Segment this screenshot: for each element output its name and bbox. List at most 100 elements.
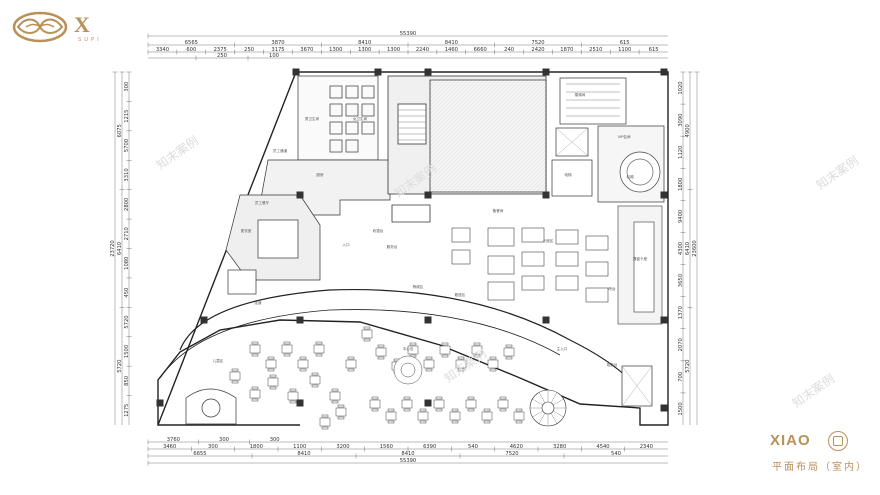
- chair-21-b: [505, 356, 513, 360]
- column-15: [424, 399, 432, 407]
- top-row2-dim-4: 3175: [271, 47, 284, 53]
- chair-5-a: [231, 368, 239, 372]
- bottom-row2-dim-0: 3460: [163, 444, 176, 450]
- table-6: [249, 389, 261, 399]
- chair-30-b: [499, 408, 507, 412]
- chair-4-b: [315, 353, 323, 357]
- top-row1-dim-3: 8410: [445, 40, 458, 46]
- left-row1-dim-0: 6075: [117, 124, 123, 137]
- bottom-row2-dim-1: 300: [208, 444, 218, 450]
- bottom-row1-dim-0: 6655: [193, 451, 206, 457]
- column-7: [542, 191, 550, 199]
- chair-15-a: [409, 342, 417, 346]
- chair-10-b: [331, 400, 339, 404]
- left-row2-dim-8: 5720: [124, 315, 130, 328]
- booth-area: [451, 227, 609, 303]
- chair-20-a: [489, 356, 497, 360]
- table-17: [439, 345, 451, 355]
- table-0: [249, 344, 261, 354]
- column-9: [200, 316, 208, 324]
- chair-1-b: [267, 368, 275, 372]
- chair-18-a: [457, 356, 465, 360]
- chair-31-a: [515, 408, 523, 412]
- top-row1-dim-1: 3870: [271, 40, 284, 46]
- table-18: [455, 359, 467, 369]
- chair-7-a: [269, 374, 277, 378]
- table-13: [375, 347, 387, 357]
- chair-33-b: [321, 426, 329, 430]
- window-counter: [617, 205, 663, 325]
- top-row2-dim-0: 3340: [156, 47, 169, 53]
- logo-name: X: [74, 12, 91, 37]
- spiral-step-4: [538, 413, 546, 424]
- column-10: [296, 316, 304, 324]
- left-row2-dim-6: 1080: [124, 257, 130, 270]
- chair-29-a: [483, 408, 491, 412]
- chair-1-a: [267, 356, 275, 360]
- chair-16-b: [425, 368, 433, 372]
- table-2: [281, 344, 293, 354]
- table-7: [267, 377, 279, 387]
- column-18: [156, 399, 164, 407]
- bottom-row1-dim-2: 8410: [401, 451, 414, 457]
- right-row1-dim-0: 4900: [685, 124, 691, 137]
- top-row3-dim-0: 250: [217, 53, 227, 59]
- spiral-step-1: [553, 410, 564, 418]
- bottom-row1-dim-3: 7520: [505, 451, 518, 457]
- column-4: [660, 68, 668, 76]
- chair-0-a: [251, 341, 259, 345]
- chair-13-a: [377, 344, 385, 348]
- table-28: [465, 399, 477, 409]
- room-label-3: 厨房: [316, 172, 324, 177]
- right-row2-dim-7: 1370: [678, 306, 684, 319]
- left-row2-dim-11: 1275: [124, 404, 130, 417]
- top-total-dim-0: 55390: [400, 31, 417, 37]
- bottom-total-dim-0: 55390: [400, 458, 417, 464]
- bottom-row2-dim-11: 2340: [640, 444, 653, 450]
- bottom-row2-dim-10: 4540: [596, 444, 609, 450]
- room-label-20: 主入口: [557, 346, 568, 351]
- room-label-17: 等候区: [413, 284, 424, 289]
- chair-28-a: [467, 396, 475, 400]
- chair-23-a: [387, 408, 395, 412]
- room-label-16: 备餐间: [493, 208, 504, 213]
- spiral-step-5: [532, 410, 543, 418]
- room-label-1: 女卫生间: [353, 116, 368, 121]
- table-10: [329, 391, 341, 401]
- table-1: [265, 359, 277, 369]
- right-row2-dim-4: 9400: [678, 210, 684, 223]
- chair-27-a: [451, 408, 459, 412]
- room-label-21: 走道: [254, 300, 262, 305]
- column-0: [292, 68, 300, 76]
- chair-3-a: [299, 356, 307, 360]
- chair-13-b: [377, 356, 385, 360]
- column-8: [660, 191, 668, 199]
- right-row2-dim-6: 3650: [678, 274, 684, 287]
- room-label-15: VIP包间: [618, 134, 631, 139]
- room-label-19: 入口: [342, 242, 350, 247]
- room-label-6: 收银台: [373, 228, 384, 233]
- top-row2-dim-14: 1870: [560, 47, 573, 53]
- chair-4-a: [315, 341, 323, 345]
- left-row2-dim-9: 1500: [124, 345, 130, 358]
- right-total-dim-0: 23600: [692, 240, 698, 257]
- room-label-14: 电梯: [564, 172, 572, 177]
- top-row2-dim-5: 3670: [300, 47, 313, 53]
- top-row2-dim-7: 1300: [358, 47, 371, 53]
- chair-22-a: [371, 396, 379, 400]
- spiral-step-11: [553, 398, 564, 406]
- spiral-step-10: [550, 392, 558, 403]
- top-row2-dim-3: 250: [244, 47, 254, 53]
- table-30: [497, 399, 509, 409]
- table-20: [487, 359, 499, 369]
- bottom-row2-dim-2: 1800: [250, 444, 263, 450]
- restroom-block: [297, 75, 379, 161]
- chair-31-b: [515, 420, 523, 424]
- chair-19-b: [473, 354, 481, 358]
- watermark-1: 知末案例: [153, 133, 201, 173]
- table-32: [335, 407, 347, 417]
- wings-logo-icon: [12, 11, 68, 43]
- room-label-0: 男卫生间: [305, 116, 320, 121]
- table-25: [417, 411, 429, 421]
